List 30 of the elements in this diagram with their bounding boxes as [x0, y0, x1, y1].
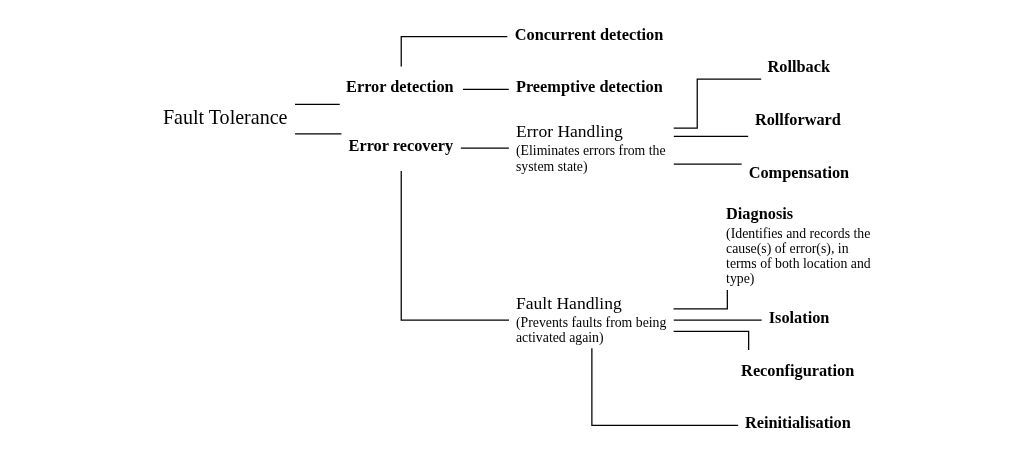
node-text: Reconfiguration: [740, 360, 854, 380]
connector: [400, 169, 510, 321]
node-label: (Prevents faults from being activated again): [515, 314, 666, 345]
connector: [672, 288, 728, 309]
connector: [672, 135, 749, 137]
connector: [672, 318, 762, 321]
node-text: Error Handling: [515, 120, 623, 141]
connector: [459, 147, 509, 149]
connector: [400, 35, 508, 67]
node-text: Rollback: [766, 56, 830, 76]
node-text: Compensation: [748, 162, 849, 182]
node-text: Concurrent detection: [514, 24, 663, 44]
node-text: Diagnosis: [725, 203, 793, 223]
node-text: Preemptive detection: [515, 76, 663, 96]
node-text: Fault Tolerance: [162, 105, 288, 128]
node-label: (Eliminates errors from the system state): [515, 142, 666, 174]
node-text: Error recovery: [348, 135, 453, 155]
node-label: (Identifies and records the cause(s) of error(s), in terms of both location and type): [725, 225, 871, 286]
node-text: Isolation: [768, 307, 829, 327]
node-text: Error detection: [345, 76, 454, 96]
connector: [672, 163, 742, 165]
connector: [461, 88, 509, 90]
node-text: Reinitialisation: [744, 412, 851, 432]
connector: [672, 330, 749, 351]
node-text: Rollforward: [754, 109, 841, 129]
connector: [293, 132, 342, 134]
node-text: Fault Handling: [515, 292, 622, 313]
connector: [293, 103, 340, 105]
connector: [672, 78, 762, 129]
connector: [590, 347, 739, 426]
